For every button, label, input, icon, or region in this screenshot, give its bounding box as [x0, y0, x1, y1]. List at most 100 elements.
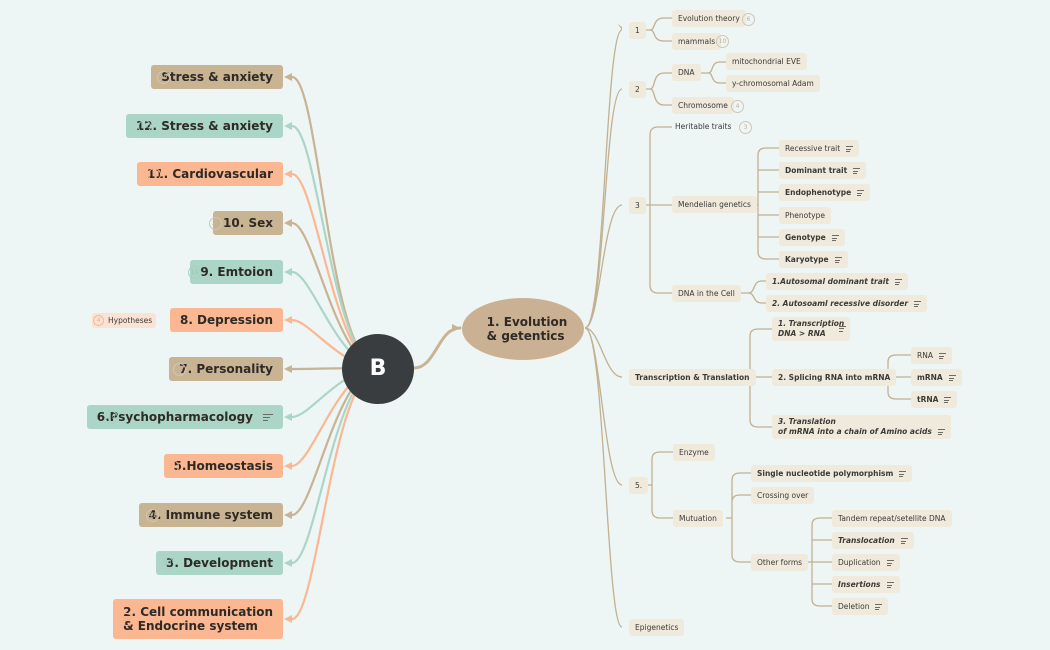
leaf-mrna[interactable]: mRNA	[911, 369, 962, 386]
note-icon[interactable]	[944, 396, 952, 405]
note-icon[interactable]	[846, 145, 854, 154]
count-badge[interactable]: 31	[166, 460, 179, 473]
count-badge[interactable]: 10	[716, 35, 729, 48]
hub-node[interactable]: B	[342, 334, 414, 404]
count-badge[interactable]: 3	[739, 121, 752, 134]
note-icon[interactable]	[263, 412, 273, 424]
count-badge[interactable]: 50	[120, 613, 133, 626]
leaf-label: Other forms	[757, 558, 803, 567]
leaf-autosomal-dominant-trait[interactable]: 1.Autosomal dominant trait	[766, 273, 908, 290]
callout-hypotheses[interactable]: Hypotheses	[92, 313, 157, 328]
note-icon[interactable]	[875, 603, 883, 612]
note-icon[interactable]	[948, 374, 956, 383]
topic-homeostasis[interactable]: 5.Homeostasis	[163, 454, 283, 478]
note-icon[interactable]	[831, 234, 839, 243]
leaf-duplication[interactable]: Duplication	[832, 554, 900, 571]
count-badge[interactable]: 4	[93, 315, 104, 326]
topic-cardiovascular[interactable]: 11. Cardiovascular	[136, 162, 283, 186]
note-icon[interactable]	[857, 189, 865, 198]
note-icon[interactable]	[938, 352, 946, 361]
count-badge[interactable]: 13	[209, 217, 222, 230]
topic-label: 11. Cardiovascular	[146, 167, 273, 181]
leaf-dominant-trait[interactable]: Dominant trait	[779, 162, 867, 179]
leaf-autosomal-recessive-disorder[interactable]: 2. Autosoaml recessive disorder	[766, 295, 928, 312]
leaf-label: Insertions	[838, 580, 881, 589]
leaf-other-forms[interactable]: Other forms	[751, 554, 809, 571]
leaf-label: Mendelian genetics	[678, 200, 751, 209]
count-badge[interactable]: 41	[146, 509, 159, 522]
leaf-insertions[interactable]: Insertions	[832, 576, 900, 593]
branch-2[interactable]: 2	[629, 81, 646, 98]
leaf-mitochondrial-eve[interactable]: mitochondrial EVE	[726, 53, 807, 70]
count-badge[interactable]: 15	[138, 120, 151, 133]
topic-label: 4. Immune system	[148, 508, 273, 522]
leaf-label: Genotype	[785, 233, 826, 242]
leaf-endophenotype[interactable]: Endophenotype	[779, 184, 871, 201]
note-icon[interactable]	[914, 300, 922, 309]
count-badge[interactable]: 5	[148, 168, 161, 181]
leaf-enzyme[interactable]: Enzyme	[673, 444, 715, 461]
count-badge[interactable]: 6	[742, 13, 755, 26]
central-topic-evolution-genetics[interactable]: 1. Evolution & getentics	[462, 298, 584, 360]
leaf-mutation[interactable]: Mutuation	[673, 510, 723, 527]
leaf-rna[interactable]: RNA	[911, 347, 952, 364]
leaf-genotype[interactable]: Genotype	[779, 229, 845, 246]
topic-personality[interactable]: 7. Personality	[169, 357, 283, 381]
topic-label: 7. Personality	[179, 362, 273, 376]
note-icon[interactable]	[853, 167, 861, 176]
topic-immune-system[interactable]: 4. Immune system	[138, 503, 283, 527]
topic-cell-communication-endocrine[interactable]: 2. Cell communication & Endocrine system	[113, 599, 283, 639]
branch-epigenetics[interactable]: Epigenetics	[629, 619, 685, 636]
topic-development[interactable]: 3. Development	[155, 551, 283, 575]
topic-sex[interactable]: 10. Sex	[213, 211, 283, 235]
leaf-dna-in-the-cell[interactable]: DNA in the Cell	[672, 285, 741, 302]
leaf-phenotype[interactable]: Phenotype	[779, 207, 831, 224]
leaf-recessive-trait[interactable]: Recessive trait	[779, 140, 860, 157]
leaf-splicing-rna[interactable]: 2. Splicing RNA into mRNA	[772, 369, 897, 386]
leaf-y-chromosomal-adam[interactable]: y-chromosomal Adam	[726, 75, 820, 92]
count-badge[interactable]: 4	[731, 100, 744, 113]
note-icon[interactable]	[894, 278, 902, 287]
leaf-chromosome[interactable]: Chromosome	[672, 97, 734, 114]
count-badge[interactable]: 10	[188, 266, 201, 279]
topic-emotion[interactable]: 9. Emtoion	[190, 260, 283, 284]
leaf-tandem-repeat[interactable]: Tandem repeat/setellite DNA	[832, 510, 952, 527]
note-icon[interactable]	[899, 470, 907, 479]
leaf-crossing-over[interactable]: Crossing over	[751, 487, 815, 504]
note-icon[interactable]	[886, 559, 894, 568]
topic-label: 8. Depression	[179, 313, 273, 327]
leaf-evolution-theory[interactable]: Evolution theory	[672, 10, 746, 27]
leaf-trna[interactable]: tRNA	[911, 391, 958, 408]
leaf-heritable-traits[interactable]: Heritable traits	[672, 118, 734, 135]
note-icon[interactable]	[839, 324, 847, 333]
count-badge[interactable]: 49	[105, 411, 118, 424]
branch-5[interactable]: 5.	[629, 477, 649, 494]
count-badge[interactable]: 29	[157, 71, 170, 84]
topic-psychopharmacology[interactable]: 6.Psychopharmacology	[86, 405, 283, 429]
leaf-mendelian-genetics[interactable]: Mendelian genetics	[672, 196, 757, 213]
topic-depression[interactable]: 8. Depression	[169, 308, 283, 332]
leaf-translation[interactable]: 3. Translation of mRNA into a chain of A…	[772, 415, 951, 439]
count-badge[interactable]: 12	[173, 363, 186, 376]
leaf-translocation[interactable]: Translocation	[832, 532, 914, 549]
topic-stress-anxiety[interactable]: Stress & anxiety	[151, 65, 283, 89]
note-icon[interactable]	[834, 256, 842, 265]
branch-transcription-translation[interactable]: Transcription & Translation	[629, 369, 756, 386]
leaf-dna[interactable]: DNA	[672, 64, 701, 81]
topic-stress-anxiety-12[interactable]: 12. Stress & anxiety	[125, 114, 283, 138]
note-icon[interactable]	[937, 428, 945, 437]
branch-3[interactable]: 3	[629, 197, 646, 214]
leaf-transcription[interactable]: 1. Transcription DNA > RNA	[772, 317, 851, 341]
leaf-mammals[interactable]: mammals	[672, 33, 722, 50]
leaf-deletion[interactable]: Deletion	[832, 598, 889, 615]
leaf-label: Phenotype	[785, 211, 825, 220]
leaf-snp[interactable]: Single nucleotide polymorphism	[751, 465, 913, 482]
branch-1[interactable]: 1	[629, 22, 646, 39]
leaf-label: Crossing over	[757, 491, 809, 500]
leaf-karyotype[interactable]: Karyotype	[779, 251, 848, 268]
note-icon[interactable]	[886, 581, 894, 590]
topic-label: 12. Stress & anxiety	[135, 119, 273, 133]
leaf-label: 2. Autosoaml recessive disorder	[772, 299, 909, 308]
note-icon[interactable]	[900, 537, 908, 546]
count-badge[interactable]: 30	[161, 557, 174, 570]
